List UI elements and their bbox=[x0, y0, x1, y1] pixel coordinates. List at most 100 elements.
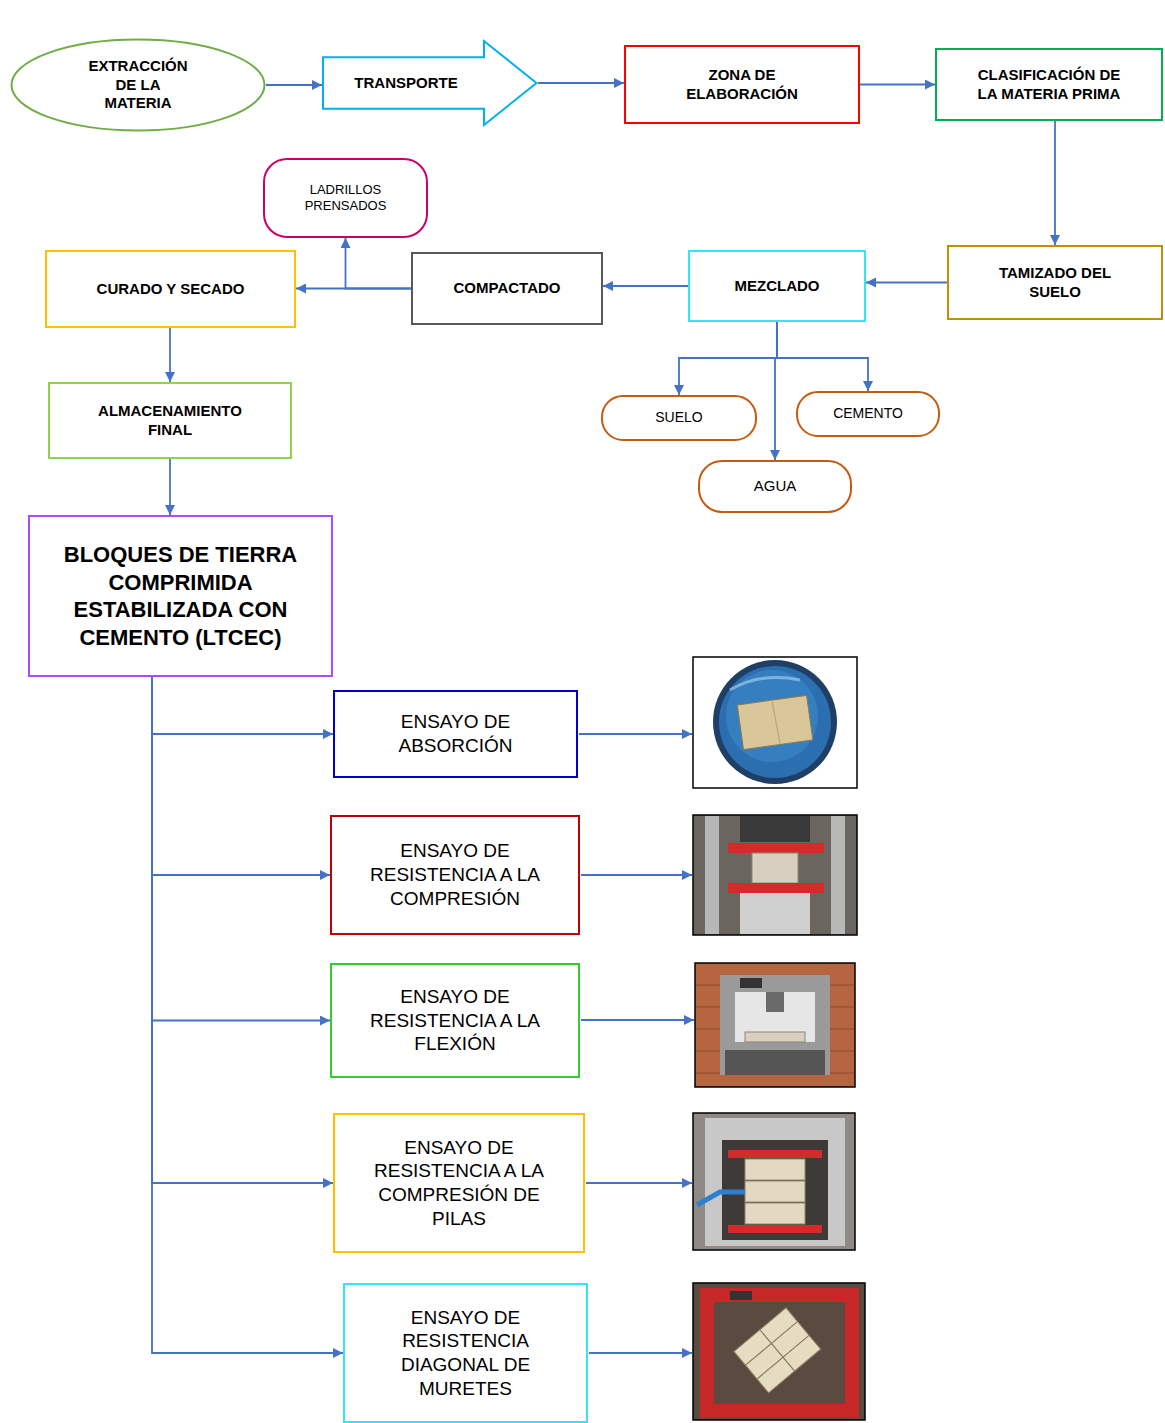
flow-arrow bbox=[169, 328, 171, 382]
node-text: ALMACENAMIENTO FINAL bbox=[85, 402, 255, 440]
node-text: AGUA bbox=[754, 477, 797, 496]
pile-photo-part bbox=[693, 1113, 855, 1250]
node-text: EXTRACCIÓN DE LA MATERIA bbox=[84, 57, 192, 113]
absorption-photo-part bbox=[713, 660, 837, 784]
compression-photo-part bbox=[740, 893, 810, 934]
test-box: ENSAYO DE RESISTENCIA A LA COMPRESIÓN bbox=[330, 815, 580, 935]
node-text: TAMIZADO DEL SUELO bbox=[985, 264, 1125, 302]
node-text: ENSAYO DE RESISTENCIA A LA COMPRESIÓN bbox=[369, 839, 541, 910]
absorption-photo-part bbox=[719, 666, 831, 778]
flow-arrow bbox=[152, 677, 343, 1353]
flow-arrow bbox=[775, 322, 777, 460]
flow-arrow bbox=[603, 285, 688, 287]
node-text: ENSAYO DE RESISTENCIA A LA COMPRESIÓN DE… bbox=[373, 1136, 545, 1231]
process-box: TAMIZADO DEL SUELO bbox=[947, 245, 1163, 320]
node-text: MEZCLADO bbox=[735, 277, 820, 296]
flexion-photo-part bbox=[735, 992, 815, 1042]
pile-photo-part bbox=[705, 1118, 845, 1246]
node-text: TRANSPORTE bbox=[354, 74, 457, 93]
photo-link-part bbox=[581, 1019, 694, 1021]
result-box: BLOQUES DE TIERRA COMPRIMIDA ESTABILIZAD… bbox=[28, 515, 333, 677]
flow-arrow bbox=[296, 288, 411, 290]
test-box: ENSAYO DE RESISTENCIA DIAGONAL DE MURETE… bbox=[343, 1283, 588, 1423]
ellipse-outline bbox=[12, 40, 265, 131]
flow-arrow bbox=[538, 82, 624, 84]
wall-photo-part bbox=[700, 1404, 859, 1418]
node-text: CURADO Y SECADO bbox=[97, 280, 245, 299]
photo-link-part bbox=[579, 733, 692, 735]
compression-photo-part bbox=[740, 816, 810, 842]
flow-arrow bbox=[152, 677, 333, 1183]
flow-arrow bbox=[777, 322, 868, 391]
flow-arrow bbox=[152, 677, 330, 875]
flow-arrow bbox=[152, 677, 333, 734]
absorption-photo-part bbox=[726, 670, 818, 762]
absorption-photo-part bbox=[730, 678, 800, 690]
compression-photo-part bbox=[693, 815, 857, 935]
node-text: ENSAYO DE ABSORCIÓN bbox=[370, 710, 542, 758]
flow-arrow bbox=[1054, 121, 1056, 245]
pile-photo-part bbox=[728, 1150, 822, 1158]
node-text: COMPACTADO bbox=[454, 279, 561, 298]
flow-arrow bbox=[169, 459, 171, 515]
flexion-photo-part bbox=[695, 963, 855, 1087]
node-text: ENSAYO DE RESISTENCIA A LA FLEXIÓN bbox=[369, 985, 541, 1056]
wall-photo bbox=[693, 1283, 865, 1420]
photo-link bbox=[579, 734, 694, 1353]
flow-arrow bbox=[866, 282, 947, 284]
flexion-photo-part bbox=[740, 978, 762, 988]
test-box: ENSAYO DE ABSORCIÓN bbox=[333, 690, 578, 778]
process-box: MEZCLADO bbox=[688, 250, 866, 322]
pile-photo-part bbox=[728, 1225, 822, 1233]
compression-photo-part bbox=[705, 816, 719, 934]
flexion-photo-part bbox=[766, 992, 784, 1012]
product-pill: LADRILLOS PRENSADOS bbox=[263, 158, 428, 238]
compression-photo-part bbox=[752, 853, 798, 883]
process-box: CLASIFICACIÓN DE LA MATERIA PRIMA bbox=[935, 48, 1163, 121]
process-box: ZONA DE ELABORACIÓN bbox=[624, 45, 860, 124]
pile-photo-part bbox=[745, 1181, 805, 1202]
transport-arrow: TRANSPORTE bbox=[322, 40, 538, 126]
compression-photo-part bbox=[831, 816, 845, 934]
block-arrow-outline bbox=[323, 41, 537, 125]
material-pill: SUELO bbox=[601, 395, 757, 441]
node-text: ENSAYO DE RESISTENCIA DIAGONAL DE MURETE… bbox=[380, 1306, 552, 1401]
flow-arrow bbox=[346, 238, 412, 289]
node-text: SUELO bbox=[655, 409, 702, 427]
node-text: CEMENTO bbox=[833, 405, 903, 423]
wall-photo-part bbox=[693, 1283, 865, 1420]
wall-photo-part bbox=[700, 1288, 714, 1418]
absorption-photo bbox=[693, 657, 857, 788]
wall-photo-part bbox=[734, 1308, 821, 1393]
wall-photo-part bbox=[845, 1288, 859, 1418]
absorption-photo-part bbox=[737, 695, 813, 749]
node-text: CLASIFICACIÓN DE LA MATERIA PRIMA bbox=[967, 66, 1132, 104]
pile-photo-part bbox=[745, 1159, 805, 1180]
process-box: ALMACENAMIENTO FINAL bbox=[48, 382, 292, 459]
flow-arrow bbox=[860, 84, 935, 86]
photo-link-part bbox=[581, 874, 692, 876]
pile-photo-part bbox=[745, 1203, 805, 1224]
compression-photo-part bbox=[728, 843, 824, 853]
flexion-photo bbox=[695, 963, 855, 1087]
node-text: ZONA DE ELABORACIÓN bbox=[672, 66, 812, 104]
wall-photo-part bbox=[730, 1291, 752, 1300]
material-pill: AGUA bbox=[698, 460, 852, 513]
compression-photo-part bbox=[728, 883, 824, 893]
wall-photo-part bbox=[700, 1288, 859, 1302]
start-ellipse: EXTRACCIÓN DE LA MATERIA bbox=[10, 38, 266, 132]
photo-link-part bbox=[586, 1182, 692, 1184]
flow-arrow bbox=[679, 322, 777, 395]
flexion-photo-part bbox=[725, 1050, 825, 1075]
pile-photo bbox=[693, 1113, 855, 1250]
material-pill: CEMENTO bbox=[796, 391, 940, 437]
process-box: CURADO Y SECADO bbox=[45, 250, 296, 328]
flow-arrow bbox=[152, 677, 330, 1021]
flexion-photo-part bbox=[745, 1032, 805, 1042]
absorption-photo-part bbox=[693, 657, 857, 788]
pile-photo-part bbox=[697, 1192, 745, 1205]
wall-photo-part bbox=[783, 1335, 821, 1371]
test-box: ENSAYO DE RESISTENCIA A LA COMPRESIÓN DE… bbox=[333, 1113, 585, 1253]
